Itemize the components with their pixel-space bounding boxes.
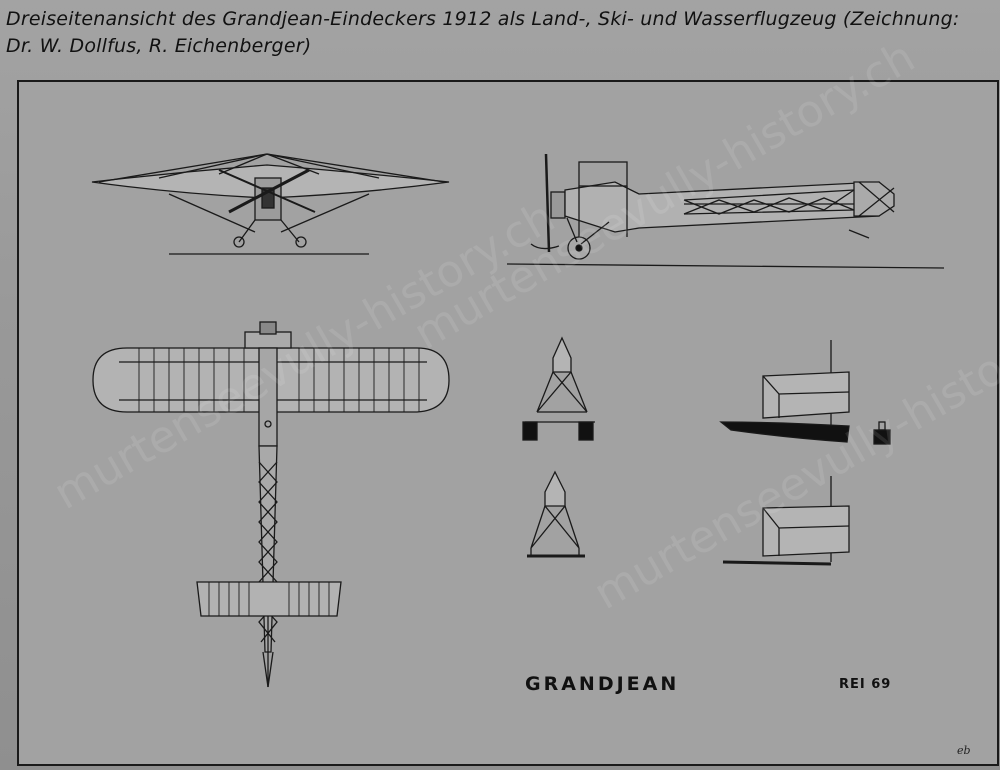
side-detail-floats — [719, 340, 891, 445]
caption-line-2: Dr. W. Dollfus, R. Eichenberger) — [6, 35, 312, 57]
front-detail-floats — [522, 336, 595, 441]
artist-initials: eb — [957, 744, 971, 757]
aircraft-name: GRANDJEAN — [525, 673, 680, 695]
top-view — [92, 321, 450, 688]
side-view — [506, 153, 945, 269]
three-view-drawing — [91, 153, 945, 688]
caption-line-1: Dreiseitenansicht des Grandjean-Eindecke… — [6, 8, 960, 30]
front-view — [91, 153, 450, 255]
drawing-plate: GRANDJEAN REI 69 eb — [17, 80, 999, 766]
figure-caption: Dreiseitenansicht des Grandjean-Eindecke… — [6, 6, 996, 60]
front-detail-skis — [527, 470, 585, 558]
drawing-reference: REI 69 — [839, 677, 892, 692]
side-detail-skis — [722, 476, 850, 566]
